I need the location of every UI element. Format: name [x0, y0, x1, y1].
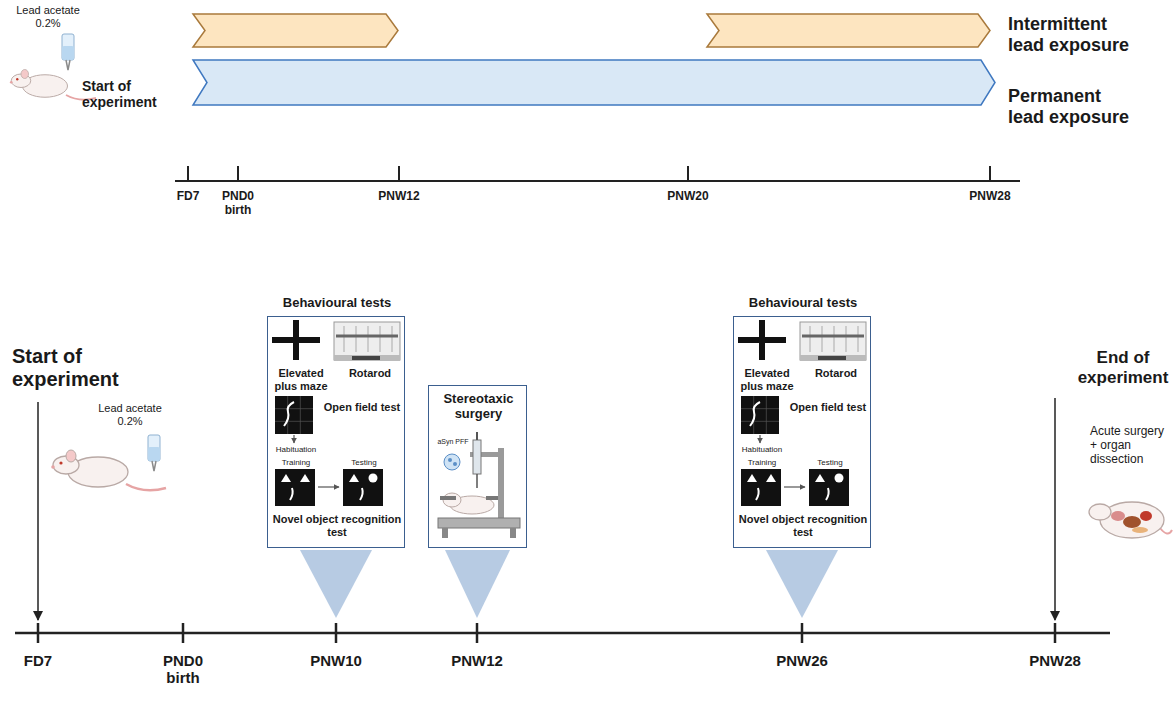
box-heading: Behavioural tests — [729, 296, 877, 311]
test-name: Elevated plus maze — [269, 367, 333, 392]
annotation-text: Permanent lead exposure — [1008, 86, 1136, 127]
phase-label: Testing — [339, 458, 389, 467]
test-name: Open field test — [320, 401, 404, 414]
annotation-text: Intermittent lead exposure — [1008, 14, 1136, 55]
axis-label: FD7 — [8, 652, 68, 669]
box-pointers — [300, 550, 838, 618]
test-box: Behavioural testsElevated plus mazeRotar… — [733, 316, 871, 548]
annotation-text: Start of experiment — [82, 78, 166, 110]
box-heading: Stereotaxic surgery — [431, 392, 526, 422]
phase-label: Training — [737, 458, 787, 467]
axis-label: PNW12 — [369, 190, 429, 204]
stereotaxic-frame — [438, 432, 520, 538]
axis-label: PNW12 — [442, 652, 512, 669]
test-box: Behavioural testsElevated plus mazeRotar… — [267, 316, 405, 548]
surgery-box: Stereotaxic surgery aSyn PFF — [428, 385, 527, 548]
axis-label: PNW10 — [301, 652, 371, 669]
test-name: Novel object recognition test — [270, 513, 404, 538]
annotation-text: Start of experiment — [12, 345, 128, 391]
top-axis — [175, 166, 1020, 181]
phase-label: Testing — [805, 458, 855, 467]
test-name: Rotarod — [336, 367, 404, 380]
axis-label: PNW26 — [767, 652, 837, 669]
annotation-text: Acute surgery + organ dissection — [1090, 425, 1172, 466]
box-heading: Behavioural tests — [263, 296, 411, 311]
phase-label: Training — [271, 458, 321, 467]
axis-label: PNW20 — [658, 190, 718, 204]
phase-label: Habituation — [268, 445, 324, 454]
start-end-arrows — [38, 398, 1055, 620]
test-name: Rotarod — [802, 367, 870, 380]
axis-label: PNW28 — [960, 190, 1020, 204]
bottom-rat — [51, 435, 166, 490]
annotation-text: Lead acetate 0.2% — [95, 402, 165, 427]
axis-label: PND0 birth — [158, 652, 208, 687]
axis-label: FD7 — [166, 190, 210, 204]
axis-label: PNW28 — [1020, 652, 1090, 669]
test-name: Elevated plus maze — [735, 367, 799, 392]
test-name: Open field test — [786, 401, 870, 414]
exposure-bands — [193, 14, 995, 105]
injection-label: aSyn PFF — [431, 438, 475, 446]
axis-label: PND0 birth — [218, 190, 258, 218]
annotation-text: End of experiment — [1074, 348, 1172, 387]
annotation-text: Lead acetate 0.2% — [13, 4, 83, 29]
bottom-axis — [15, 623, 1110, 643]
dissected-rat — [1089, 502, 1172, 538]
phase-label: Habituation — [734, 445, 790, 454]
test-name: Novel object recognition test — [736, 513, 870, 538]
